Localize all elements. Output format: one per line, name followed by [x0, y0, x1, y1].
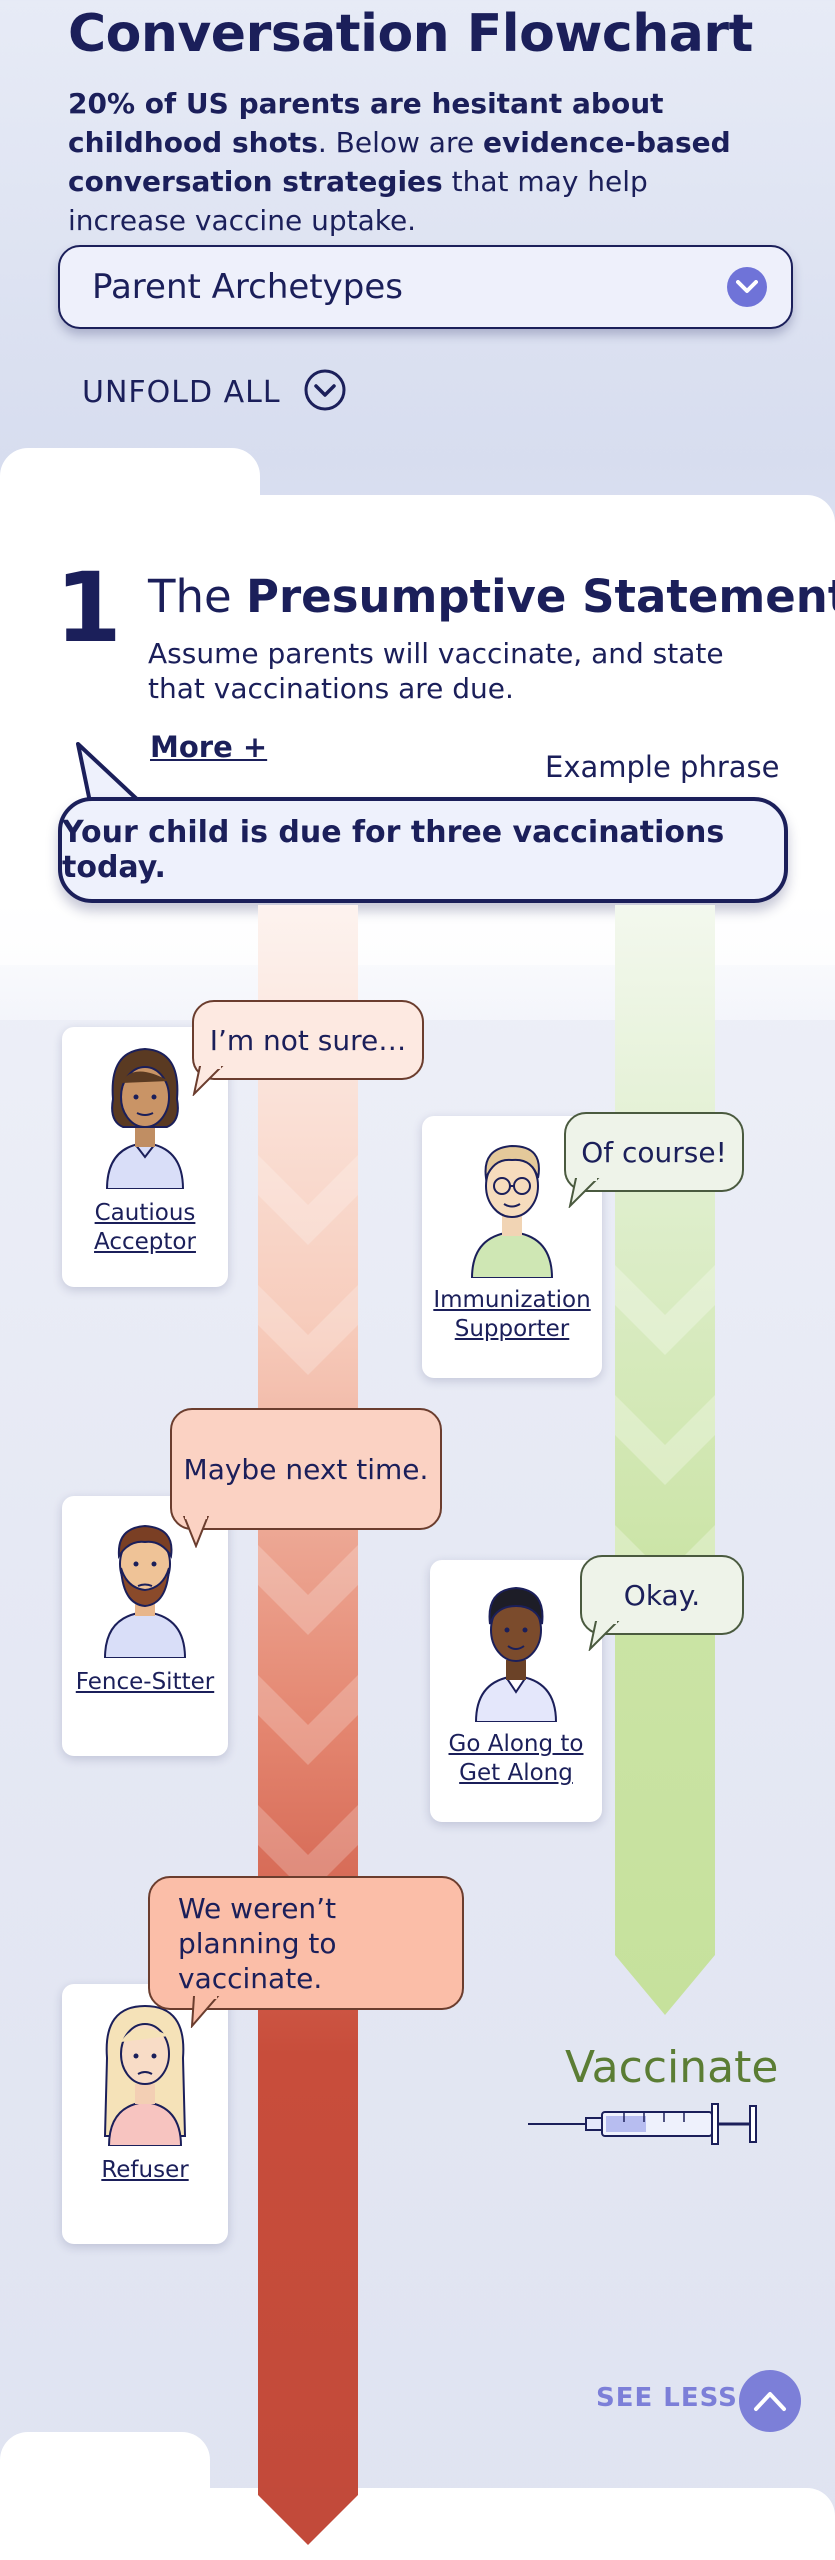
quote-tail	[568, 1178, 600, 1208]
archetype-card-immunization-supporter[interactable]: Immunization Supporter	[422, 1116, 602, 1378]
go-along-avatar	[474, 1586, 558, 1722]
archetypes-dropdown[interactable]: Parent Archetypes	[58, 245, 793, 329]
archetype-card-fence-sitter[interactable]: Fence-Sitter	[62, 1496, 228, 1756]
fence-sitter-avatar	[103, 1524, 187, 1658]
quote-bubble-go-along: Okay.	[580, 1555, 744, 1635]
archetype-card-refuser[interactable]: Refuser	[62, 1984, 228, 2244]
archetype-card-go-along[interactable]: Go Along to Get Along	[430, 1560, 602, 1822]
accepting-path-arrow	[615, 905, 715, 2015]
see-less-label[interactable]: SEE LESS	[596, 2383, 738, 2413]
quote-tail	[190, 1996, 220, 2028]
more-link[interactable]: More +	[150, 730, 268, 764]
intro-statistic: 20% of US parents are hesitant about chi…	[68, 87, 664, 159]
archetype-label[interactable]: Go Along to Get Along	[448, 1731, 584, 1786]
quote-tail	[192, 1066, 224, 1096]
quote-bubble-refuser: We weren’t planning to vaccinate.	[148, 1876, 464, 2010]
syringe-icon	[528, 2103, 757, 2145]
step-title: The Presumptive Statement	[148, 570, 835, 623]
step-description: Assume parents will vaccinate, and state…	[148, 637, 724, 705]
dropdown-label: Parent Archetypes	[92, 267, 403, 307]
quote-bubble-cautious-acceptor: I’m not sure…	[192, 1000, 424, 1080]
archetype-card-cautious-acceptor[interactable]: Cautious Acceptor	[62, 1027, 228, 1287]
vaccinate-label: Vaccinate	[565, 2042, 779, 2093]
page-title: Conversation Flowchart	[68, 4, 753, 64]
refuser-quote-text: We weren’t planning to vaccinate.	[178, 1891, 337, 1995]
next-card	[0, 2488, 835, 2560]
cautious-acceptor-avatar	[105, 1047, 185, 1189]
archetype-label[interactable]: Cautious Acceptor	[94, 1200, 196, 1255]
chevron-down-icon[interactable]	[727, 267, 767, 307]
see-less-button[interactable]	[739, 2370, 801, 2432]
quote-tail	[588, 1621, 620, 1651]
immunization-supporter-avatar	[470, 1144, 554, 1278]
hesitant-path-arrow	[258, 905, 358, 2545]
unfold-all-button[interactable]: UNFOLD ALL	[82, 368, 347, 416]
chevron-up-icon	[754, 2392, 786, 2411]
quote-tail	[182, 1516, 210, 1548]
archetype-label[interactable]: Refuser	[101, 2157, 189, 2183]
hesitant-path-arrow-tip	[258, 2488, 358, 2545]
refuser-avatar	[103, 2004, 187, 2146]
unfold-all-label: UNFOLD ALL	[82, 374, 281, 410]
example-phrase-label: Example phrase	[545, 750, 780, 784]
circle-chevron-down-icon	[303, 368, 347, 416]
archetype-label[interactable]: Immunization Supporter	[433, 1287, 591, 1342]
archetype-label[interactable]: Fence-Sitter	[75, 1669, 215, 1695]
intro-text: 20% of US parents are hesitant about chi…	[68, 87, 731, 237]
example-phrase-bubble: Your child is due for three vaccinations…	[58, 797, 788, 903]
intro-strategies: evidence-based conversation strategies	[68, 126, 731, 198]
step-number: 1	[55, 552, 122, 664]
quote-bubble-fence-sitter: Maybe next time.	[170, 1408, 442, 1530]
